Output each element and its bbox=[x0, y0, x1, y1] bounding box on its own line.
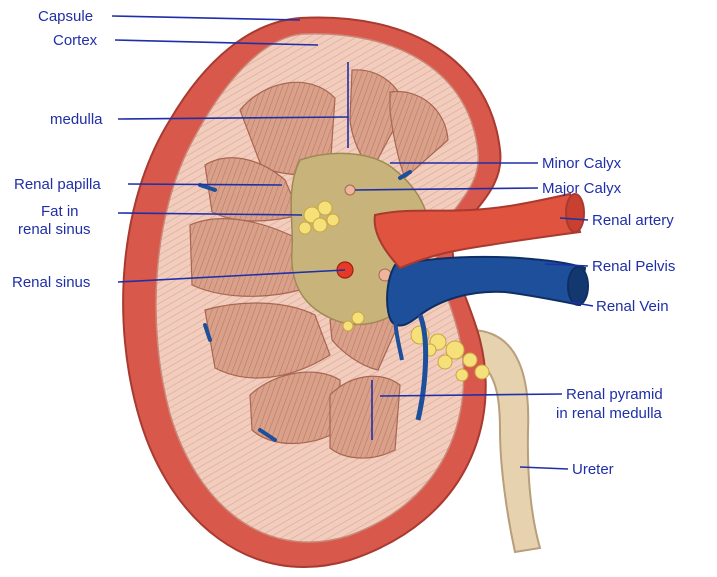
label-renal-pelvis: Renal Pelvis bbox=[592, 258, 675, 275]
label-renal-papilla: Renal papilla bbox=[14, 176, 101, 193]
label-fat-line1: Fat in bbox=[41, 203, 79, 220]
renal-vein-shape bbox=[387, 257, 585, 326]
label-renal-pyramid-line1: Renal pyramid bbox=[566, 386, 663, 403]
label-renal-artery: Renal artery bbox=[592, 212, 674, 229]
label-medulla: medulla bbox=[50, 111, 103, 128]
label-cortex: Cortex bbox=[53, 32, 98, 49]
label-ureter: Ureter bbox=[572, 461, 614, 478]
label-fat-line2: renal sinus bbox=[18, 221, 91, 238]
label-renal-pyramid-line2: in renal medulla bbox=[556, 405, 663, 422]
label-minor-calyx: Minor Calyx bbox=[542, 155, 622, 172]
label-major-calyx: Major Calyx bbox=[542, 180, 622, 197]
label-renal-vein: Renal Vein bbox=[596, 298, 669, 315]
label-capsule: Capsule bbox=[38, 8, 93, 25]
label-renal-sinus: Renal sinus bbox=[12, 274, 90, 291]
